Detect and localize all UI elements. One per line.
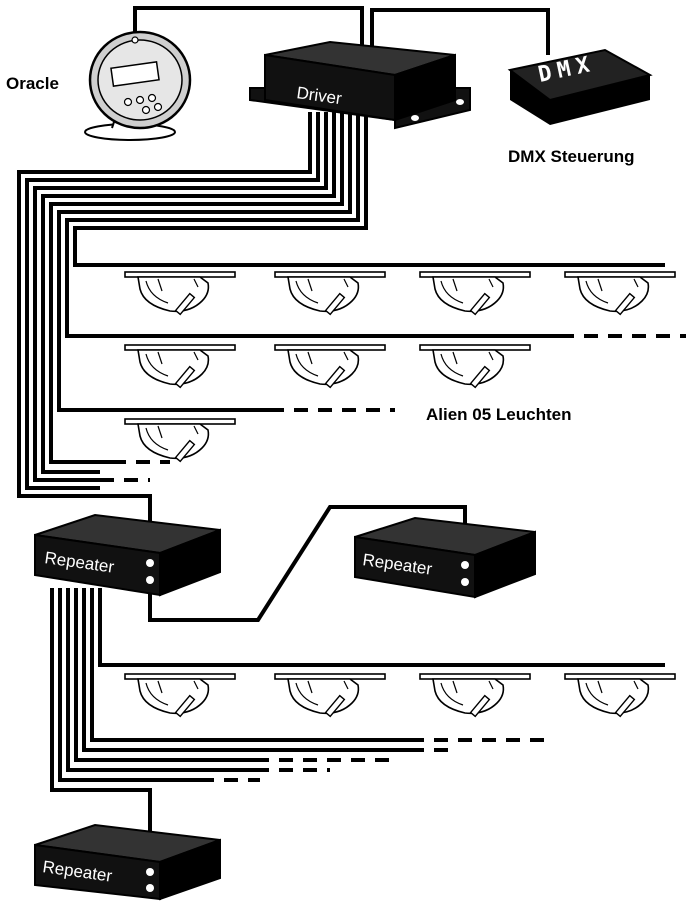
alien-fixture	[274, 673, 386, 718]
fixtures-row-3	[124, 418, 236, 463]
alien-fixture	[124, 673, 236, 718]
repeater-device-2	[354, 516, 536, 599]
alien-fixture	[564, 673, 676, 718]
alien-fixture	[564, 271, 676, 316]
wire-bundle-driver	[17, 112, 665, 540]
alien-fixture	[274, 344, 386, 389]
alien-fixture	[124, 271, 236, 316]
wire-driver-dmx	[370, 8, 550, 55]
dmx-controller-label: DMX Steuerung	[508, 147, 635, 166]
wire-oracle-driver	[133, 6, 364, 50]
dmx-device	[507, 48, 653, 125]
alien-fixture	[124, 344, 236, 389]
alien-fixture	[419, 344, 531, 389]
wire-continuations	[100, 334, 686, 782]
fixtures-row-1	[124, 271, 676, 316]
oracle-label: Oracle	[6, 74, 59, 93]
alien-fixture	[419, 673, 531, 718]
wire-bundle-repeater	[50, 588, 665, 840]
repeater-device-1	[34, 513, 221, 597]
driver-device	[249, 40, 471, 130]
fixtures-row-4	[124, 673, 676, 718]
oracle-device	[84, 30, 192, 141]
wiring	[17, 6, 665, 840]
repeater-device-3	[34, 823, 221, 901]
fixtures-row-2	[124, 344, 531, 389]
fixtures-label: Alien 05 Leuchten	[426, 405, 571, 424]
wire-repeater-repeater	[148, 505, 467, 622]
alien-fixture	[419, 271, 531, 316]
alien-fixture	[274, 271, 386, 316]
alien-fixture	[124, 418, 236, 463]
